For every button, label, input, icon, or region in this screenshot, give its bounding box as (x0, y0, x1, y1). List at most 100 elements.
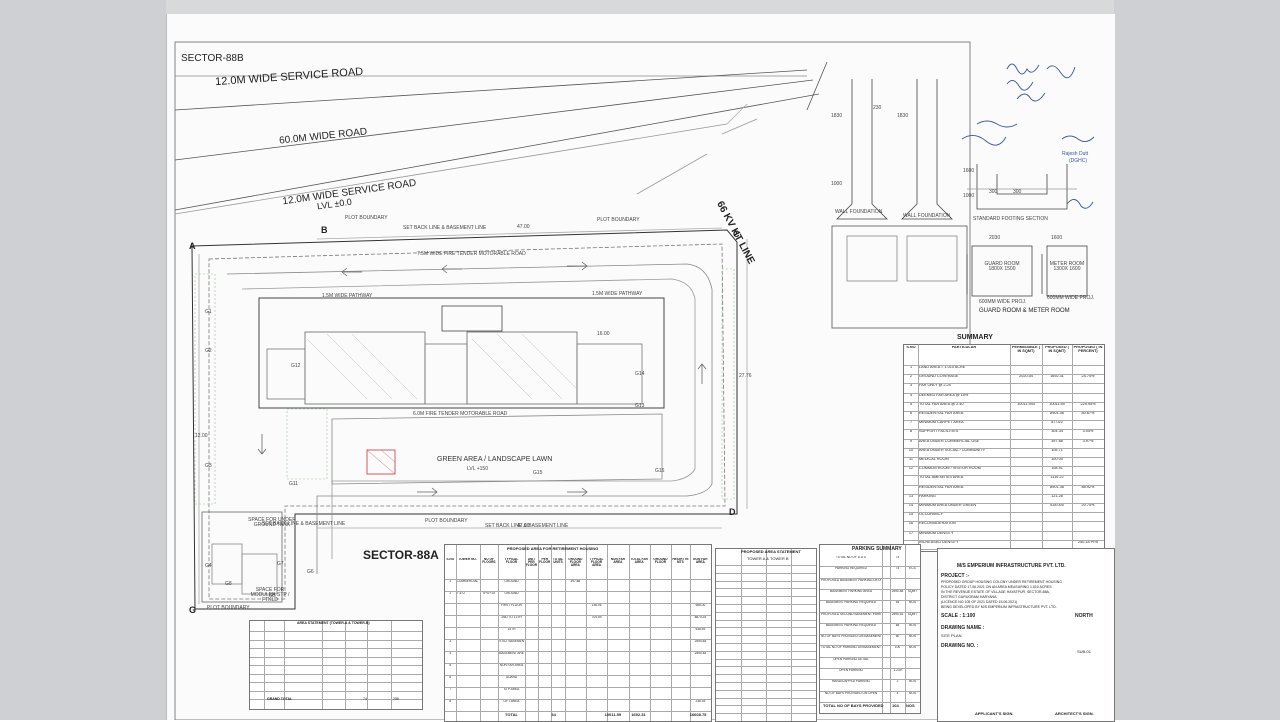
table-row-divider (716, 697, 816, 699)
table-cell: TOTAL AMENITIES AREA (919, 476, 964, 480)
corner-b: B (321, 225, 328, 235)
table-cell: BASEMENT PARKING AREA (830, 589, 872, 593)
wall-foundation-2-label: WALL FOUNDATION (903, 213, 951, 219)
table-cell: INCREASED DENSITY (919, 540, 959, 544)
table-cell: 14TH (507, 628, 516, 631)
dwelling-subtitle: TOWER A & TOWER B (747, 556, 789, 561)
table-row-divider (716, 619, 816, 621)
table-cell: 1 (449, 580, 452, 583)
table-column-divider (479, 545, 481, 721)
table-row-divider (904, 466, 1104, 468)
table-cell: 20.74% (1081, 504, 1095, 507)
table-column-divider (551, 545, 553, 721)
table-cell: OCCUPANCY (919, 513, 943, 517)
table-row-divider (904, 429, 1104, 431)
standard-footing-label: STANDARD FOOTING SECTION (973, 216, 1048, 222)
table-cell: 225.95% (1080, 402, 1096, 406)
table-cell: MEDICAL ROOM (919, 458, 949, 461)
table-cell: 14 (908, 504, 914, 507)
table-cell: AREA UNDER COMMERCIAL USE (919, 439, 980, 443)
table-cell: TOTAL NO OF D.U'S (836, 556, 866, 559)
table-column-divider (564, 545, 566, 721)
drawing-sheet: SECTOR-88B 12.0M WIDE SERVICE ROAD 60.0M… (166, 14, 1115, 722)
table-cell: 2590.48 (694, 652, 707, 655)
table-row-divider (904, 447, 1104, 449)
table-column-divider (741, 549, 742, 721)
table-row-divider (250, 631, 422, 632)
plot-boundary-top: PLOT BOUNDARY (345, 215, 388, 221)
table-header-cell: S.NO (446, 558, 455, 561)
table-row-divider (820, 600, 920, 602)
table-row-divider (250, 673, 422, 675)
table-cell: 15 (908, 513, 914, 517)
table-header-cell: GROUND FLOOR (653, 558, 668, 565)
detail-dim-1000-b: 1000 (963, 193, 975, 199)
table-row-divider (904, 420, 1104, 422)
table-row-divider (820, 656, 920, 658)
detail-dim-2030: 2030 (989, 235, 1001, 241)
table-cell: 10011.59 (1049, 402, 1065, 406)
dim-left: 12.00 (195, 433, 208, 439)
proposed-total-value: 1692.31 (631, 712, 646, 717)
project-label: PROJECT :- (941, 573, 970, 579)
scale-label: SCALE : 1:100 (941, 613, 976, 619)
sheet-top-margin (166, 0, 1114, 14)
table-cell: 121.26 (1051, 494, 1063, 498)
table-cell: 16 (908, 522, 914, 526)
table-cell: LAND AREA = 1.010 ACRE (919, 366, 966, 369)
table-row-divider (716, 611, 816, 613)
table-row-divider (250, 648, 422, 649)
table-cell: 4 (449, 652, 452, 655)
table-cell: SQMT (907, 612, 918, 616)
table-row-divider (820, 566, 920, 568)
table-row-divider (716, 689, 816, 691)
table-cell: 108.91 (1051, 467, 1063, 471)
table-header-cell: TYPICAL FLOOR AREA (589, 558, 604, 568)
table-header-cell: PROPOSED ( IN PERCENT) (1073, 346, 1103, 353)
table-column-divider (538, 545, 540, 721)
table-cell: 518.000 (1050, 504, 1064, 507)
dim-right: 27.76 (739, 373, 752, 379)
table-cell: 5 (449, 664, 452, 667)
table-cell: 12 (908, 467, 914, 471)
table-cell: MINIMUM CARPET AREA (919, 421, 964, 425)
table-row-divider (904, 457, 1104, 458)
detail-dim-1600: 1600 (963, 168, 975, 174)
plot-boundary-bottom-left: PLOT BOUNDARY (207, 605, 250, 611)
parking-title: PARKING SUMMARY (852, 546, 902, 552)
table-row-divider (716, 604, 816, 605)
viewer-background-right (1114, 0, 1280, 720)
table-cell: 6 (449, 676, 452, 679)
table-cell: 2020.54 (1019, 375, 1033, 379)
green-g5: G5 (269, 593, 276, 599)
table-cell: BASEMENT PARKING REQUIRED (825, 623, 877, 627)
drawing-no-label: DRAWING NO. : (941, 643, 979, 649)
table-row-divider (445, 651, 711, 652)
table-cell: 2590.48 (891, 589, 904, 593)
table-row-divider (445, 699, 711, 700)
project-line-5: (LICENCE NO 105 OF 2021 DATED 15.06.2021… (941, 600, 1018, 604)
table-cell: 24.74% (1081, 375, 1095, 379)
table-cell: LIFT AREA (503, 700, 520, 703)
table-cell: STILT BASEMENT AREA (499, 640, 524, 643)
project-line-1: PROPOSED GROUP HOUSING COLONY UNDER RETI… (941, 580, 1062, 584)
fire-road-top-label: 7.5M WIDE FIRE TENDER MOTORABLE ROAD (417, 251, 526, 257)
table-cell: NOS (909, 635, 916, 639)
table-cell: GROUND (504, 580, 519, 583)
table-cell: DEEMED FAR AREA @ 15% (919, 393, 969, 397)
table-cell: 397.88 (1051, 439, 1063, 443)
green-g3: G3 (205, 463, 212, 469)
table-cell: 304.34 (1051, 430, 1063, 434)
table-cell: 2590.51 (891, 612, 904, 616)
table-row-divider (820, 701, 920, 703)
applicant-sign-label: APPLICANT'S SIGN. (975, 711, 1014, 716)
table-column-divider (882, 545, 883, 713)
table-row-divider (904, 521, 1104, 523)
bottom-left-total-units: 74 (363, 697, 367, 701)
project-line-4: DISTRICT GURUGRAM HARYANA (941, 595, 997, 599)
corner-g: G (189, 605, 197, 615)
table-cell: BASEMENT AREA (499, 652, 524, 655)
table-row-divider (904, 411, 1104, 412)
table-cell: 10011.944 (1017, 402, 1035, 406)
table-row-divider (716, 565, 816, 566)
